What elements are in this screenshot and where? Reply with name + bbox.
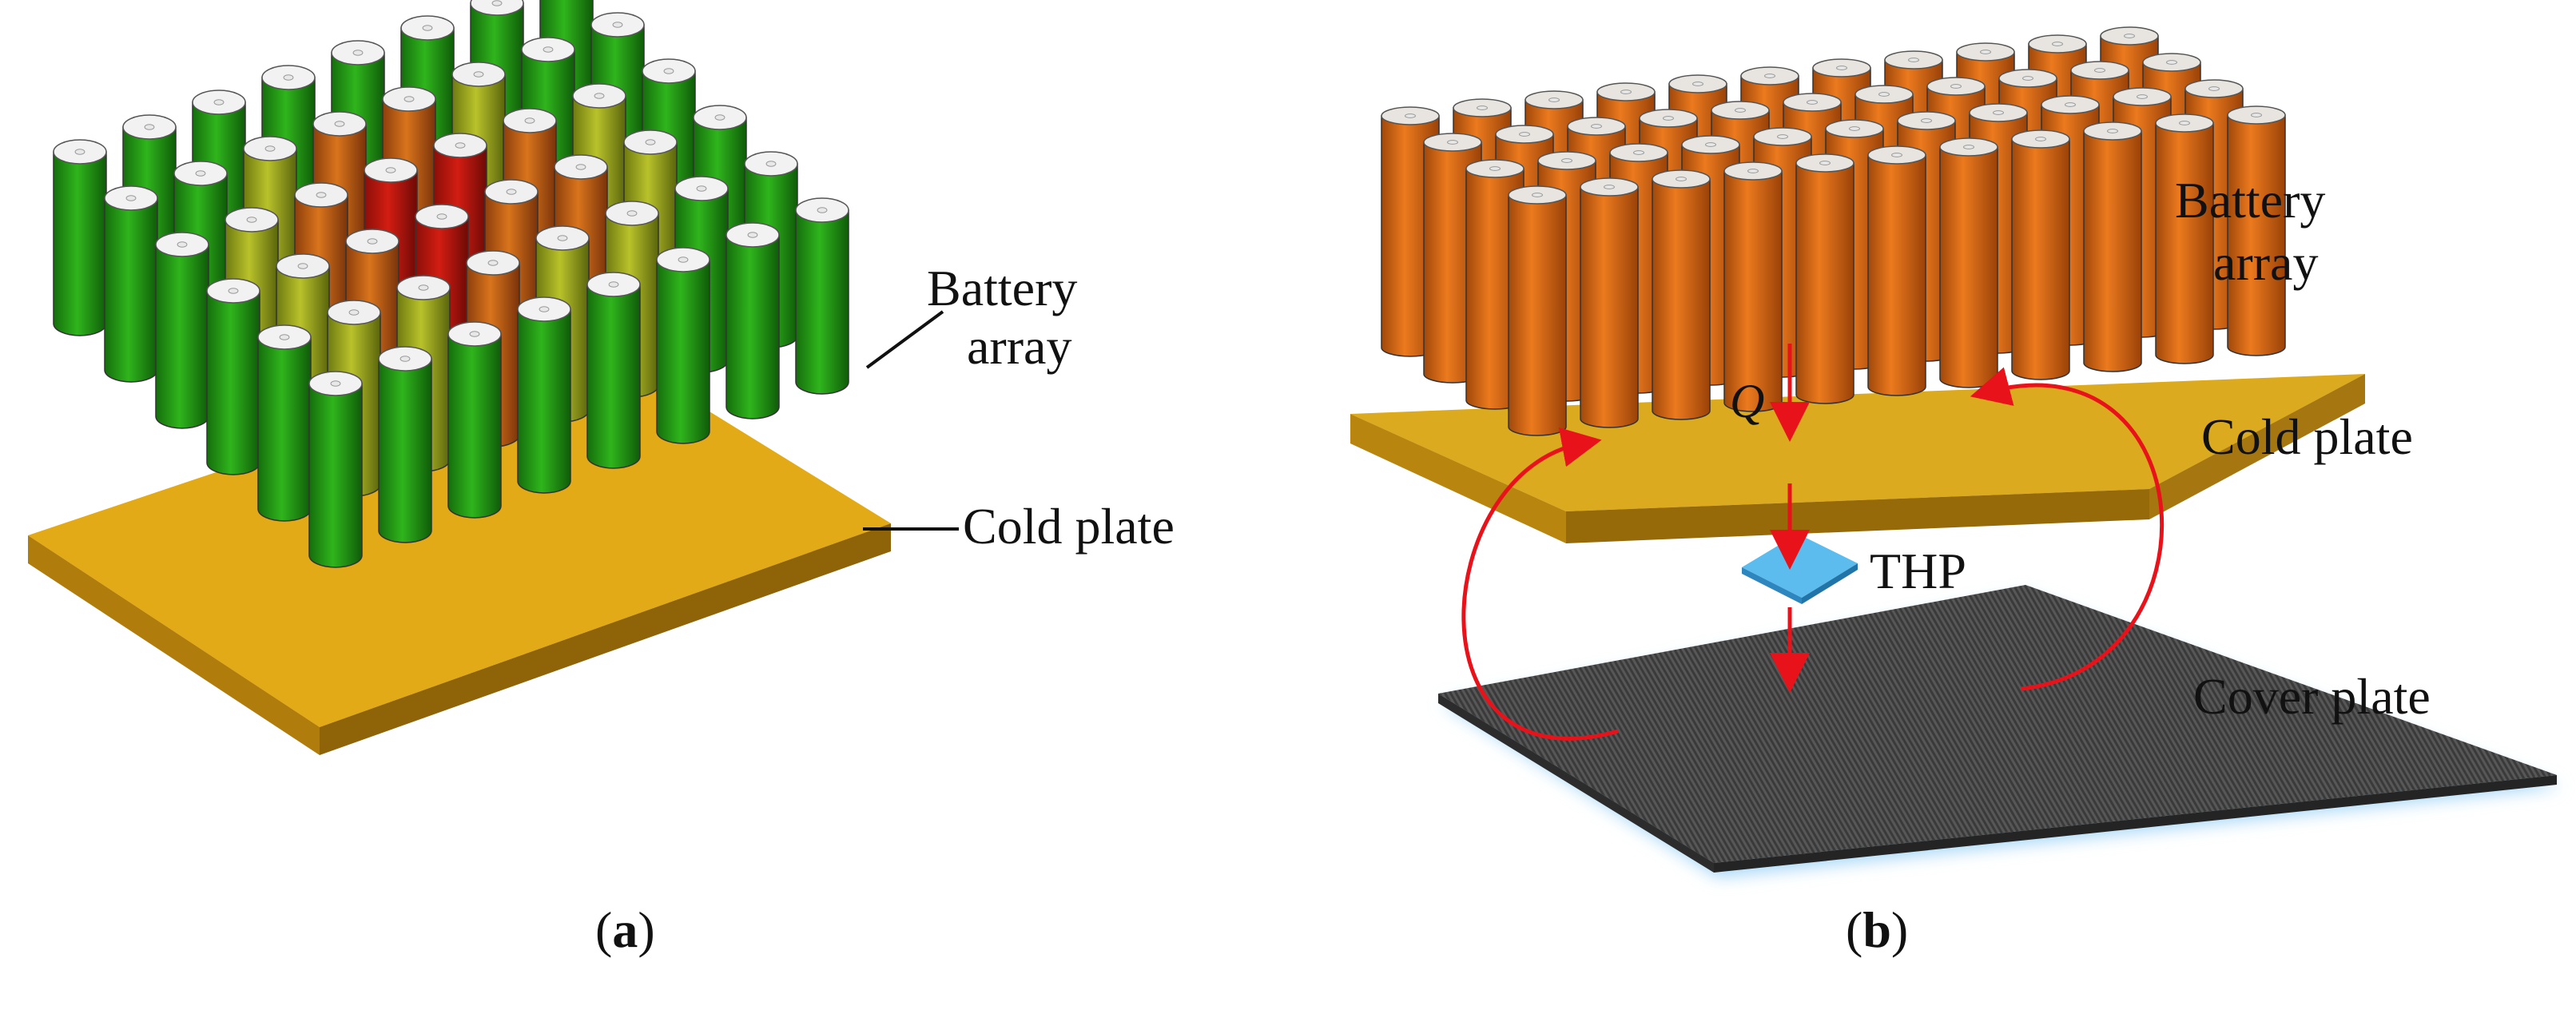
battery-cell xyxy=(104,185,158,383)
caption-a-letter: a xyxy=(612,901,638,958)
caption-b-close: ) xyxy=(1891,901,1908,958)
caption-a-open: ( xyxy=(595,901,612,958)
battery-cell xyxy=(1508,185,1567,436)
battery-cell xyxy=(1867,145,1926,396)
panel-b-cover-plate xyxy=(1438,585,2561,877)
battery-cell xyxy=(308,371,363,568)
battery-leader-line xyxy=(865,310,944,369)
panel-b: Q THP Battery array Cold plate Cover pla… xyxy=(1350,26,2561,958)
battery-cell xyxy=(656,247,710,444)
battery-cell xyxy=(795,197,849,395)
battery-cell xyxy=(2227,105,2286,356)
heat-flow-arrows xyxy=(1461,344,2165,741)
battery-cell xyxy=(1580,177,1639,428)
panel-b-cold-plate-label: Cold plate xyxy=(2201,408,2413,465)
panel-b-battery-label: Battery xyxy=(2175,172,2325,229)
battery-cell xyxy=(378,346,432,543)
battery-cell xyxy=(53,139,107,336)
battery-cell xyxy=(447,321,502,519)
battery-cell xyxy=(2083,121,2142,372)
battery-cell xyxy=(155,232,209,429)
battery-cell xyxy=(2011,129,2070,380)
battery-cell xyxy=(1652,169,1711,420)
battery-cell xyxy=(206,278,260,475)
caption-a-close: ) xyxy=(638,901,654,958)
panel-b-array-label: array xyxy=(2213,234,2318,291)
panel-a-array-label: array xyxy=(967,318,1071,375)
battery-cell xyxy=(517,296,571,494)
panel-a-cold-plate-label: Cold plate xyxy=(963,498,1175,555)
panel-b-battery-array xyxy=(1381,26,2286,436)
return-arrow-right xyxy=(1970,367,2165,691)
caption-b-letter: b xyxy=(1862,901,1891,958)
panel-b-thp xyxy=(1742,534,1858,604)
battery-cell xyxy=(257,324,312,522)
panel-a: Battery array Cold plate (a) xyxy=(28,0,1175,958)
caption-b: (b) xyxy=(1846,901,1908,958)
caption-a: (a) xyxy=(595,901,655,958)
panel-a-battery-label: Battery xyxy=(927,260,1077,316)
panel-b-cover-plate-label: Cover plate xyxy=(2193,668,2431,725)
heat-q-label: Q xyxy=(1730,375,1764,427)
thp-label: THP xyxy=(1870,543,1966,599)
battery-cell xyxy=(1939,137,1998,388)
panel-a-battery-array xyxy=(53,0,849,568)
battery-cell xyxy=(2155,113,2214,364)
caption-b-open: ( xyxy=(1846,901,1862,958)
return-arrow-left xyxy=(1461,427,1619,741)
battery-cell xyxy=(725,222,780,420)
battery-cell xyxy=(1795,153,1854,404)
battery-cell xyxy=(586,272,641,469)
